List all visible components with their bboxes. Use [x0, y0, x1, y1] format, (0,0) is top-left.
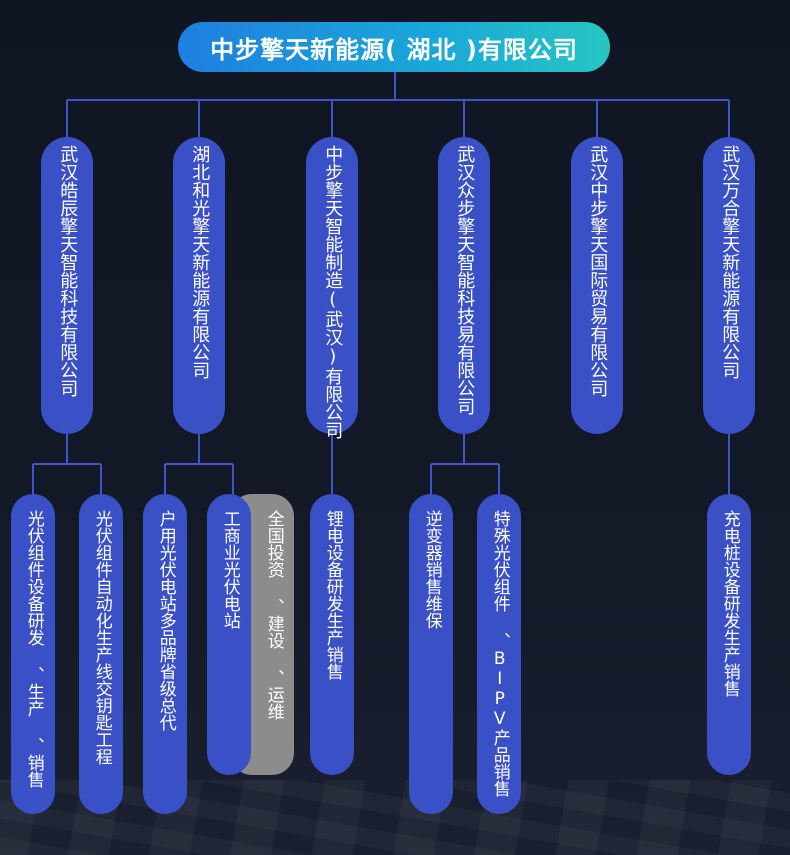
company-label: 武汉众步擎天智能科技易有限公司	[454, 145, 476, 415]
business-node: 光伏组件设备研发 、生产 、销售	[11, 494, 55, 814]
company-label: 中步擎天智能制造(武汉)有限公司	[322, 145, 344, 439]
company-label: 武汉皓辰擎天智能科技有限公司	[57, 145, 79, 397]
business-node: 工商业光伏电站	[207, 494, 251, 775]
business-node: 户用光伏电站多品牌省级总代	[143, 494, 187, 814]
business-node: 光伏组件自动化生产线交钥匙工程	[79, 494, 123, 814]
company-node: 中步擎天智能制造(武汉)有限公司	[306, 137, 358, 439]
business-label: 充电桩设备研发生产销售	[719, 510, 740, 697]
company-label: 武汉万合擎天新能源有限公司	[719, 145, 741, 379]
business-node: 逆变器销售维保	[409, 494, 453, 814]
business-node: 特殊光伏组件 、BIPV产品销售	[477, 494, 521, 814]
business-node: 充电桩设备研发生产销售	[707, 494, 751, 775]
company-label: 湖北和光擎天新能源有限公司	[189, 145, 211, 379]
company-node: 湖北和光擎天新能源有限公司	[173, 137, 225, 434]
company-node: 武汉众步擎天智能科技易有限公司	[438, 137, 490, 434]
floor-decoration	[0, 780, 790, 855]
business-node: 锂电设备研发生产销售	[310, 494, 354, 775]
business-label: 光伏组件设备研发 、生产 、销售	[23, 510, 44, 788]
company-node: 武汉皓辰擎天智能科技有限公司	[41, 137, 93, 434]
company-node: 武汉万合擎天新能源有限公司	[703, 137, 755, 434]
business-label: 锂电设备研发生产销售	[322, 510, 343, 680]
company-node: 武汉中步擎天国际贸易有限公司	[571, 137, 623, 434]
business-label: 逆变器销售维保	[421, 510, 442, 629]
company-label: 武汉中步擎天国际贸易有限公司	[587, 145, 609, 397]
business-label: 户用光伏电站多品牌省级总代	[155, 510, 176, 731]
business-label: 全国投资 、建设 、运维	[263, 510, 284, 720]
root-company: 中步擎天新能源( 湖北 )有限公司	[178, 22, 610, 72]
business-label: 工商业光伏电站	[219, 510, 240, 629]
business-label: 特殊光伏组件 、BIPV产品销售	[489, 510, 510, 797]
business-label: 光伏组件自动化生产线交钥匙工程	[91, 510, 112, 765]
